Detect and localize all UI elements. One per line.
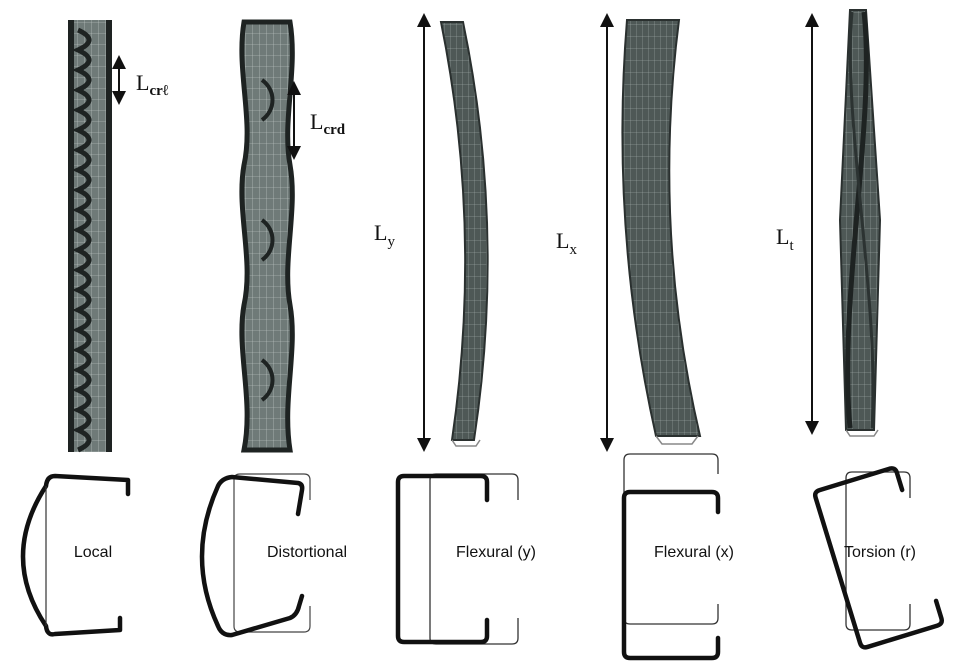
flexural-x-original-section — [624, 454, 718, 624]
flexural-x-member — [622, 20, 700, 436]
distortional-cross-section: Distortional — [202, 474, 347, 635]
torsion-mode-label: Torsion (r) — [844, 544, 916, 561]
local-cross-section: Local — [23, 476, 128, 634]
local-dimension-label: Lcrℓ — [136, 70, 169, 99]
torsion-member — [840, 10, 880, 430]
distortional-dimension-label: Lcrd — [310, 109, 346, 138]
local-column — [68, 20, 112, 452]
flexural-x-cross-section: Flexural (x) — [624, 454, 734, 658]
local-member-right-flange — [106, 20, 112, 452]
local-mode-label: Local — [74, 544, 112, 561]
flexural-x-displaced-section — [624, 492, 718, 658]
distortional-mode-label: Distortional — [267, 544, 347, 561]
flexural-x-member-support — [656, 436, 698, 444]
torsion-cross-section: Torsion (r) — [814, 467, 943, 649]
flexural-x-length-label: Lx — [556, 228, 577, 258]
flexural-y-mode-label: Flexural (y) — [456, 544, 536, 561]
flexural-y-member — [441, 22, 488, 440]
flexural-y-cross-section: Flexural (y) — [398, 474, 536, 644]
local-member-left-flange — [68, 20, 74, 452]
distortional-column — [242, 22, 292, 450]
flexural-y-length-label: Ly — [374, 220, 395, 250]
torsion-length-label: Lt — [776, 224, 794, 254]
flexural-x-mode-label: Flexural (x) — [654, 544, 734, 561]
